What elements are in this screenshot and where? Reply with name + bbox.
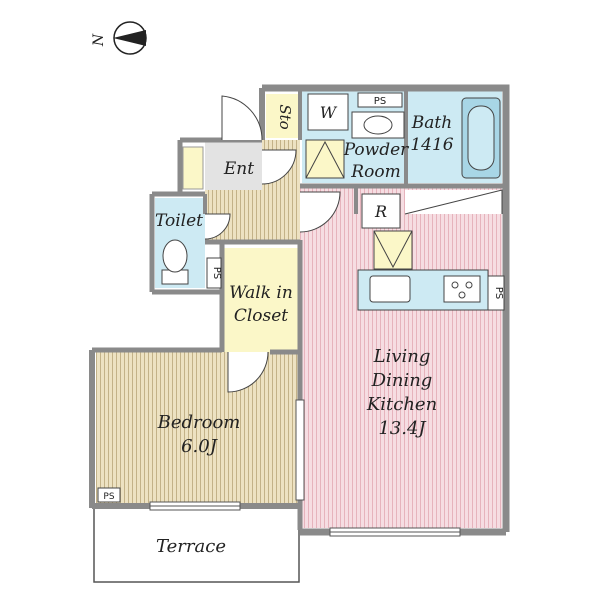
bedroom-floor	[96, 352, 300, 504]
compass: N	[91, 21, 147, 55]
label-ps-bedroom: PS	[103, 492, 114, 502]
label-closet-1: Walk in	[229, 283, 293, 303]
label-closet-2: Closet	[234, 306, 288, 326]
powder-sink	[351, 111, 405, 139]
label-ps-kitchen: PS	[493, 287, 504, 299]
kitchen-counter	[357, 269, 489, 311]
terrace-floor	[93, 507, 300, 583]
label-terrace: Terrace	[156, 536, 226, 557]
refrigerator-box	[361, 193, 401, 229]
label-bath-2: 1416	[410, 135, 453, 155]
label-ldk-3: Kitchen	[366, 394, 437, 415]
bathtub	[461, 97, 501, 179]
label-ldk-1: Living	[373, 346, 431, 367]
label-bedroom-1: Bedroom	[157, 412, 241, 433]
kitchen-upper-lines	[404, 189, 503, 215]
kitchen-cabinet	[373, 230, 413, 270]
label-powder-1: Powder	[343, 140, 409, 160]
label-ps-powder: PS	[374, 96, 386, 107]
label-storage: Sto	[276, 104, 294, 129]
label-ldk-size: 13.4J	[378, 418, 427, 439]
label-washer: W	[320, 103, 338, 122]
walls	[89, 84, 510, 536]
label-powder-2: Room	[350, 162, 400, 182]
label-refrigerator: R	[374, 202, 387, 221]
north-label: N	[91, 33, 107, 47]
label-entrance: Ent	[223, 159, 254, 179]
compass-needle	[113, 30, 146, 46]
storage-floor	[266, 94, 298, 138]
label-toilet: Toilet	[155, 211, 203, 231]
powder-cabinet	[305, 139, 345, 179]
label-bedroom-2: 6.0J	[181, 436, 219, 457]
windows	[149, 399, 461, 537]
closet-floor	[224, 248, 298, 352]
label-ps-toilet: PS	[211, 267, 222, 279]
label-bath-1: Bath	[411, 113, 452, 133]
doors	[204, 95, 341, 393]
shoe-cabinet	[182, 146, 204, 190]
entrance-floor	[205, 142, 262, 190]
toilet-fixture	[161, 239, 189, 285]
label-ldk-2: Dining	[371, 370, 433, 391]
pipe-space-boxes	[97, 92, 505, 503]
washer-box	[307, 93, 349, 131]
